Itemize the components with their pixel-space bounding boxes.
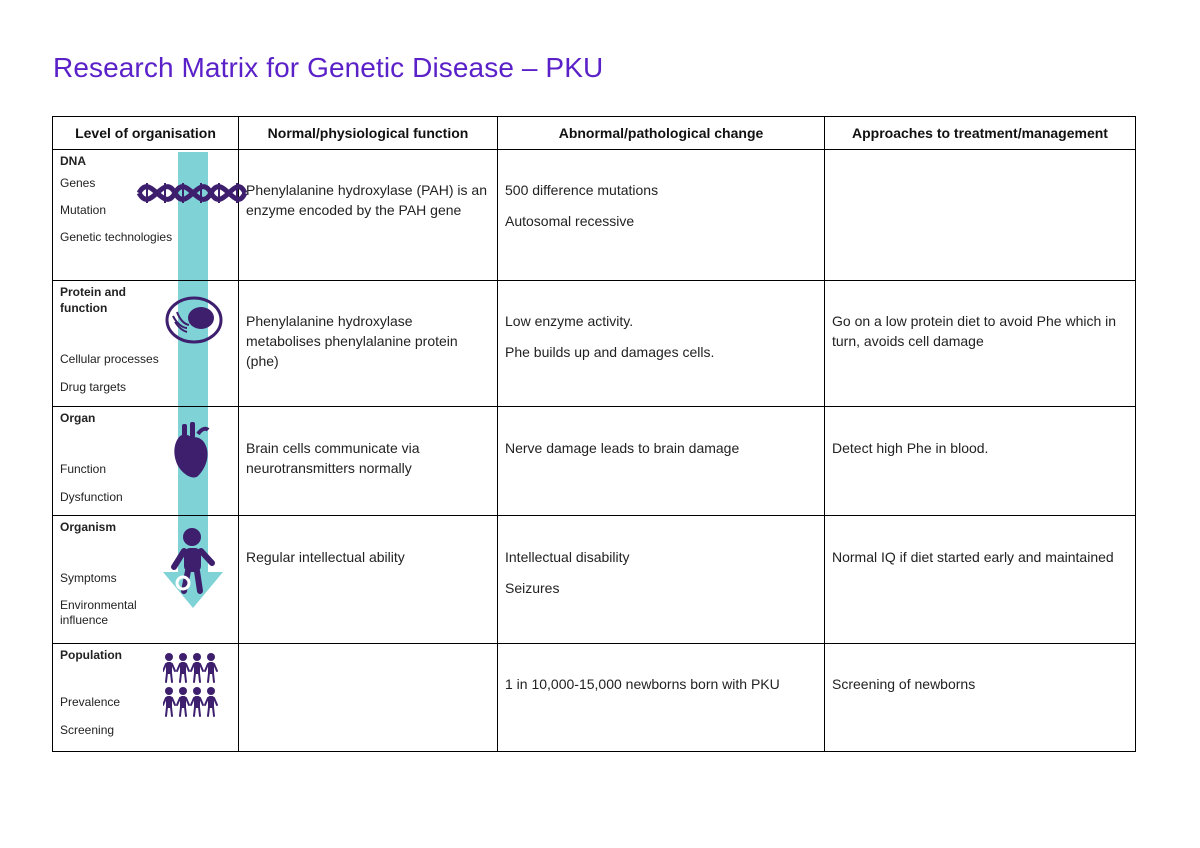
population-icon <box>163 652 218 717</box>
heart-icon <box>174 422 210 478</box>
normal-cell <box>238 643 498 752</box>
level-item: Cellular processes <box>60 352 159 366</box>
cell-icon <box>165 296 223 344</box>
research-matrix-table: Level of organisation Normal/physiologic… <box>52 116 1136 752</box>
treatment-cell: Detect high Phe in blood. <box>824 406 1136 516</box>
normal-text: Regular intellectual ability <box>246 549 405 565</box>
table-row: Organism Symptoms Environmental influenc… <box>52 515 1136 644</box>
level-item: Screening <box>60 723 115 737</box>
normal-text: Phenylalanine hydroxylase metabolises ph… <box>246 313 458 369</box>
treatment-cell <box>824 149 1136 281</box>
level-item: Genetic technologies <box>60 230 173 244</box>
table-row: Organ Function Dysfunction Brain cells c… <box>52 406 1136 516</box>
header-abnormal: Abnormal/pathological change <box>497 116 825 150</box>
abnormal-text: 1 in 10,000-15,000 newborns born with PK… <box>505 676 780 692</box>
normal-cell: Regular intellectual ability <box>238 515 498 644</box>
normal-text: Phenylalanine hydroxylase (PAH) is an en… <box>246 182 487 218</box>
table-row: Protein and function Cellular processes … <box>52 280 1136 407</box>
level-heading: Organism <box>60 520 117 534</box>
level-item: Symptoms <box>60 571 117 585</box>
abnormal-cell: Nerve damage leads to brain damage <box>497 406 825 516</box>
level-heading: Organ <box>60 411 96 425</box>
level-item: Function <box>60 462 107 476</box>
normal-cell: Phenylalanine hydroxylase (PAH) is an en… <box>238 149 498 281</box>
table-row: DNA Genes Mutation Genetic technologies … <box>52 149 1136 281</box>
abnormal-text: Low enzyme activity. <box>505 313 634 329</box>
abnormal-text: Seizures <box>505 580 560 596</box>
treatment-cell: Screening of newborns <box>824 643 1136 752</box>
abnormal-text: Intellectual disability <box>505 549 630 565</box>
level-cell: Population Prevalence Screening <box>52 643 239 752</box>
level-item: Dysfunction <box>60 490 123 504</box>
level-heading: DNA <box>60 154 86 168</box>
dna-icon <box>137 183 247 203</box>
level-cell: DNA Genes Mutation Genetic technologies <box>52 149 239 281</box>
person-icon <box>171 528 215 594</box>
header-level: Level of organisation <box>52 116 239 150</box>
header-treatment: Approaches to treatment/management <box>824 116 1136 150</box>
abnormal-text: Nerve damage leads to brain damage <box>505 440 740 456</box>
abnormal-text: Autosomal recessive <box>505 213 635 229</box>
treatment-cell: Go on a low protein diet to avoid Phe wh… <box>824 280 1136 407</box>
treatment-text: Detect high Phe in blood. <box>832 440 989 456</box>
abnormal-cell: 1 in 10,000-15,000 newborns born with PK… <box>497 643 825 752</box>
abnormal-cell: Low enzyme activity. Phe builds up and d… <box>497 280 825 407</box>
page-title: Research Matrix for Genetic Disease – PK… <box>53 52 604 83</box>
level-item: Prevalence <box>60 695 121 709</box>
level-item: Genes <box>60 176 96 190</box>
level-heading: Population <box>60 648 122 662</box>
header-normal: Normal/physiological function <box>238 116 498 150</box>
treatment-cell: Normal IQ if diet started early and main… <box>824 515 1136 644</box>
normal-cell: Phenylalanine hydroxylase metabolises ph… <box>238 280 498 407</box>
abnormal-text: Phe builds up and damages cells. <box>505 344 715 360</box>
level-item: Environmental influence <box>60 598 137 627</box>
treatment-text: Screening of newborns <box>832 676 976 692</box>
table-row: Population Prevalence Screening 1 in 10,… <box>52 643 1136 752</box>
treatment-text: Normal IQ if diet started early and main… <box>832 549 1114 565</box>
normal-text: Brain cells communicate via neurotransmi… <box>246 440 420 476</box>
level-cell: Organ Function Dysfunction <box>52 406 239 516</box>
treatment-text: Go on a low protein diet to avoid Phe wh… <box>832 313 1117 349</box>
abnormal-cell: Intellectual disability Seizures <box>497 515 825 644</box>
abnormal-text: 500 difference mutations <box>505 182 659 198</box>
abnormal-cell: 500 difference mutations Autosomal reces… <box>497 149 825 281</box>
level-heading: Protein and function <box>60 285 127 315</box>
level-cell: Organism Symptoms Environmental influenc… <box>52 515 239 644</box>
level-item: Drug targets <box>60 380 127 394</box>
level-item: Mutation <box>60 203 107 217</box>
normal-cell: Brain cells communicate via neurotransmi… <box>238 406 498 516</box>
